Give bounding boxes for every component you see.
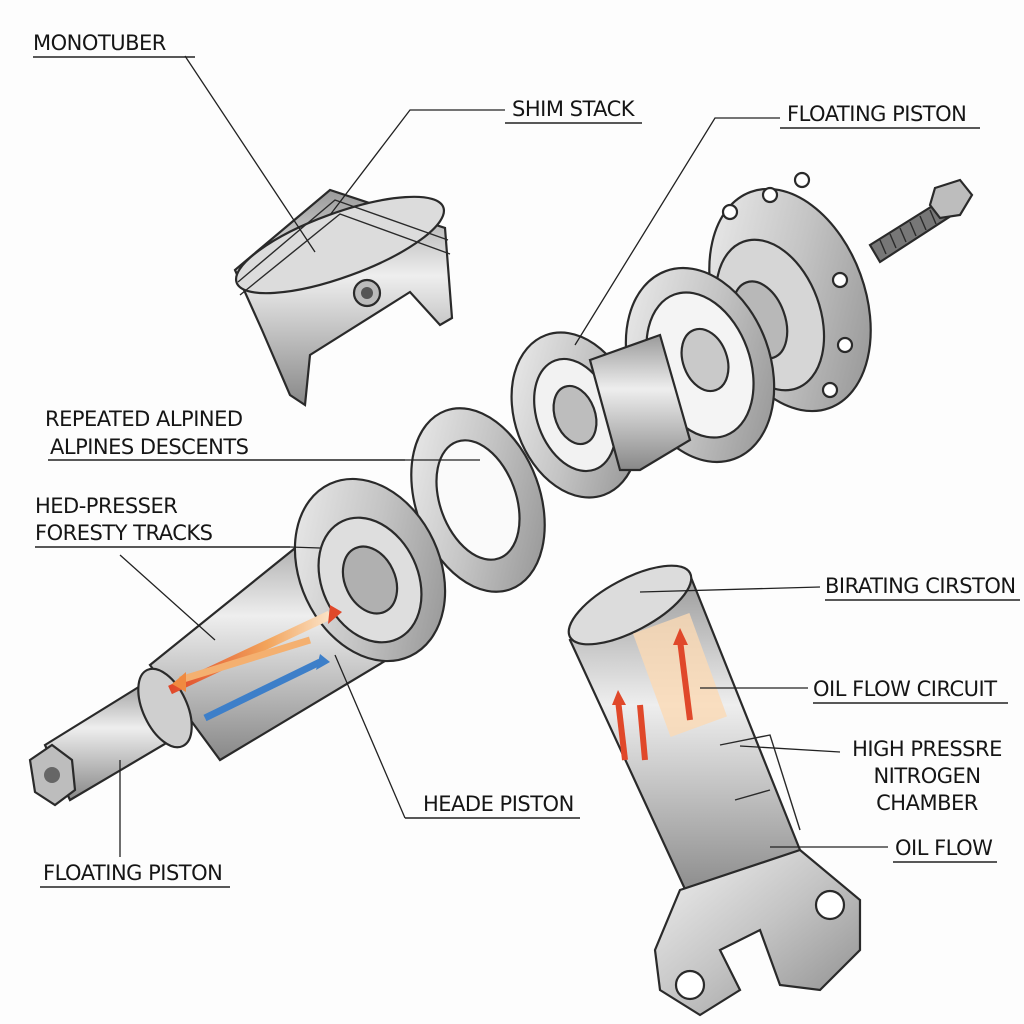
- left-cylinder: [28, 477, 447, 807]
- label-monotuber: MONOTUBER: [33, 31, 166, 55]
- labels: MONOTUBER SHIM STACK FLOATING PISTON REP…: [33, 31, 1020, 888]
- label-birating: BIRATING CIRSTON: [825, 574, 1016, 598]
- label-heade-piston: HEADE PISTON: [423, 792, 574, 816]
- label-oil-flow-circuit: OIL FLOW CIRCUIT: [813, 677, 997, 701]
- label-presser-2: FORESTY TRACKS: [35, 521, 213, 545]
- label-nitrogen-2: NITROGEN: [873, 764, 980, 788]
- piston-top: [233, 188, 454, 407]
- label-repeated-1: REPEATED ALPINED: [45, 407, 243, 431]
- label-nitrogen-3: CHAMBER: [876, 791, 978, 815]
- right-cylinder: [567, 564, 862, 1017]
- label-floating-piston-top: FLOATING PISTON: [787, 102, 966, 126]
- label-floating-piston-bottom: FLOATING PISTON: [43, 861, 222, 885]
- label-repeated-2: ALPINES DESCENTS: [50, 435, 249, 459]
- label-oil-flow: OIL FLOW: [895, 836, 993, 860]
- label-nitrogen-1: HIGH PRESSRE: [852, 737, 1002, 761]
- label-presser-1: HED-PRESSER: [35, 494, 177, 518]
- leader-lines: [119, 55, 888, 857]
- rings: [410, 266, 776, 593]
- label-shim-stack: SHIM STACK: [512, 97, 636, 121]
